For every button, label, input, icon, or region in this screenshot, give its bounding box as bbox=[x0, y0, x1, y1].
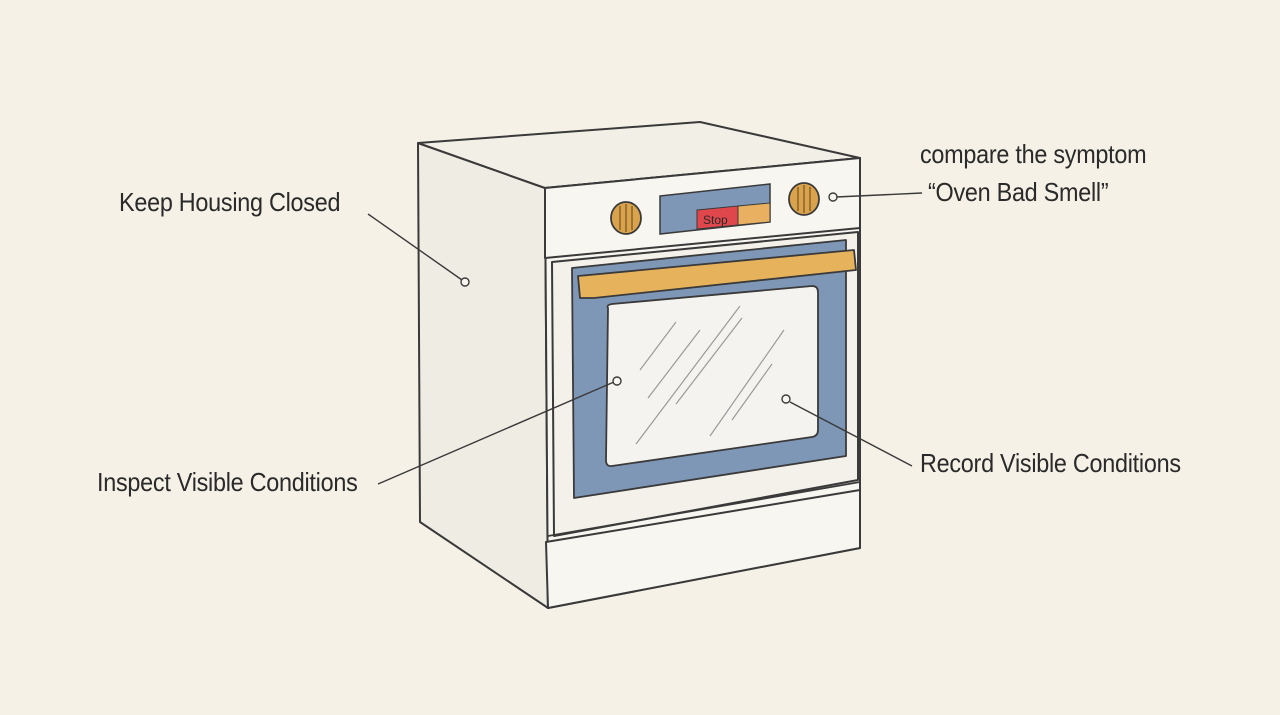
label-inspect-visible-conditions: Inspect Visible Conditions bbox=[97, 467, 358, 497]
label-compare-symptom: compare the symptom bbox=[920, 139, 1147, 169]
label-keep-housing-closed: Keep Housing Closed bbox=[119, 187, 341, 217]
glass-reflections bbox=[635, 305, 785, 445]
door-handle[interactable] bbox=[577, 249, 857, 299]
dot-symptom bbox=[828, 192, 838, 202]
label-oven-bad-smell: “Oven Bad Smell” bbox=[928, 177, 1109, 207]
door-window bbox=[605, 285, 819, 468]
bottom-drawer[interactable] bbox=[545, 489, 861, 609]
display-accent bbox=[737, 202, 771, 226]
stop-button[interactable] bbox=[696, 205, 739, 230]
leader-inspect bbox=[377, 381, 615, 485]
dot-inspect bbox=[612, 376, 622, 386]
callout-dots bbox=[460, 192, 838, 404]
dot-housing bbox=[460, 277, 470, 287]
left-knob[interactable] bbox=[610, 201, 642, 235]
dot-record bbox=[781, 394, 791, 404]
label-record-visible-conditions: Record Visible Conditions bbox=[920, 448, 1181, 478]
right-knob[interactable] bbox=[788, 182, 820, 216]
oven-side-panel bbox=[417, 142, 549, 609]
leader-symptom bbox=[835, 192, 923, 198]
leader-record bbox=[789, 401, 913, 467]
leader-housing bbox=[367, 213, 463, 281]
stop-button-label: Stop bbox=[703, 213, 728, 227]
callout-leaders bbox=[367, 192, 923, 485]
